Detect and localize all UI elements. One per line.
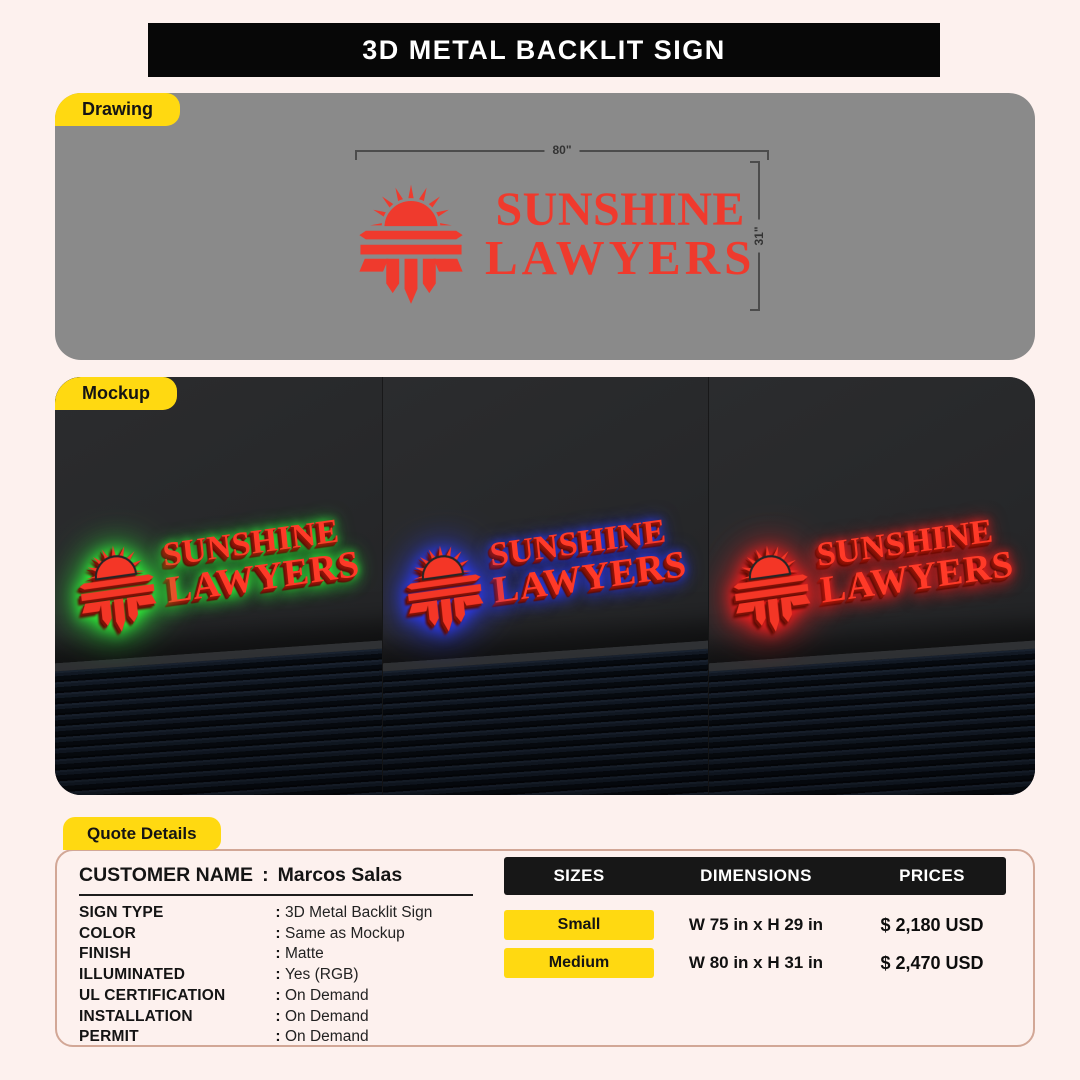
mockup-sign-text: SUNSHINE LAWYERS bbox=[489, 512, 690, 611]
customer-name-label: CUSTOMER NAME bbox=[79, 864, 254, 886]
pricing-table-rows: Small W 75 in x H 29 in $ 2,180 USD Medi… bbox=[504, 910, 1006, 978]
quote-field-row: UL CERTIFICATION : On Demand bbox=[79, 986, 491, 1007]
field-label: INSTALLATION bbox=[79, 1007, 193, 1025]
pricing-table-row: Small W 75 in x H 29 in $ 2,180 USD bbox=[504, 910, 1006, 940]
page-title: 3D METAL BACKLIT SIGN bbox=[148, 23, 940, 77]
field-label: ILLUMINATED bbox=[79, 966, 186, 984]
quote-details-panel: Quote Details CUSTOMER NAME : Marcos Sal… bbox=[55, 817, 1035, 1048]
quote-field-row: ILLUMINATED : Yes (RGB) bbox=[79, 965, 491, 986]
colon-separator: : bbox=[275, 966, 281, 984]
drawing-stage: 80" 31" SUNSHINE LAWYERS bbox=[55, 93, 1035, 360]
mockup-sign-tile-red-glow: SUNSHINE LAWYERS bbox=[708, 377, 1035, 795]
size-badge: Small bbox=[504, 910, 654, 940]
quote-field-row: INSTALLATION : On Demand bbox=[79, 1007, 491, 1028]
mockup-sign: SUNSHINE LAWYERS bbox=[400, 496, 691, 638]
quote-field-row: SIGN TYPE : 3D Metal Backlit Sign bbox=[79, 903, 491, 924]
header-dimensions: DIMENSIONS bbox=[700, 866, 812, 885]
colon-separator: : bbox=[275, 904, 281, 921]
quote-field-row: COLOR : Same as Mockup bbox=[79, 924, 491, 945]
height-dimension-line: 31" bbox=[750, 161, 766, 311]
header-prices: PRICES bbox=[899, 866, 965, 885]
dimensions-value: W 75 in x H 29 in bbox=[688, 915, 824, 934]
mockup-sign-tile-blue-glow: SUNSHINE LAWYERS bbox=[381, 377, 709, 795]
field-value: Yes (RGB) bbox=[285, 966, 359, 984]
slatted-wall-ledge bbox=[709, 637, 1035, 795]
pricing-table-row: Medium W 80 in x H 31 in $ 2,470 USD bbox=[504, 948, 1006, 978]
dimensions-value: W 80 in x H 31 in bbox=[688, 953, 824, 972]
sunshine-lawyers-logo-icon bbox=[727, 525, 815, 638]
mockup-sign-text: SUNSHINE LAWYERS bbox=[815, 512, 1016, 611]
quote-fields: SIGN TYPE : 3D Metal Backlit Sign COLOR … bbox=[79, 903, 491, 1048]
price-value: $ 2,470 USD bbox=[880, 952, 984, 973]
slatted-wall-ledge bbox=[55, 637, 382, 795]
mockup-panel: Mockup SUNSHINE LAWYERS SUNSHINE LAWYERS bbox=[55, 377, 1035, 795]
field-label: UL CERTIFICATION bbox=[79, 986, 226, 1004]
sunshine-lawyers-logo-icon bbox=[400, 525, 488, 638]
width-dimension-label: 80" bbox=[544, 143, 580, 157]
field-label: PERMIT bbox=[79, 1028, 139, 1046]
quote-field-row: PERMIT : On Demand bbox=[79, 1027, 491, 1048]
mockup-sign: SUNSHINE LAWYERS bbox=[727, 496, 1018, 638]
mockup-tiles: SUNSHINE LAWYERS SUNSHINE LAWYERS SUNSHI… bbox=[55, 377, 1035, 795]
field-value: Matte bbox=[285, 945, 324, 963]
field-label: COLOR bbox=[79, 924, 136, 942]
field-label: SIGN TYPE bbox=[79, 904, 164, 921]
colon-separator: : bbox=[275, 924, 281, 942]
pricing-table: SIZES DIMENSIONS PRICES Small W 75 in x … bbox=[504, 857, 1006, 986]
drawing-panel: Drawing 80" 31" SUNSHINE LAWYERS bbox=[55, 93, 1035, 360]
customer-name-row: CUSTOMER NAME : Marcos Salas bbox=[79, 864, 491, 887]
drawing-sign: SUNSHINE LAWYERS bbox=[357, 163, 755, 305]
customer-underline bbox=[79, 894, 473, 896]
colon-separator: : bbox=[275, 945, 281, 963]
price-value: $ 2,180 USD bbox=[880, 914, 984, 935]
mockup-sign: SUNSHINE LAWYERS bbox=[73, 496, 364, 638]
colon-separator: : bbox=[262, 864, 269, 886]
field-value: On Demand bbox=[285, 986, 369, 1004]
size-badge: Medium bbox=[504, 948, 654, 978]
field-label: FINISH bbox=[79, 945, 132, 963]
colon-separator: : bbox=[275, 1028, 281, 1046]
colon-separator: : bbox=[275, 986, 281, 1004]
field-value: 3D Metal Backlit Sign bbox=[285, 904, 433, 921]
slatted-wall-ledge bbox=[382, 637, 709, 795]
quote-info-column: CUSTOMER NAME : Marcos Salas SIGN TYPE :… bbox=[79, 864, 491, 1048]
field-value: On Demand bbox=[285, 1028, 369, 1046]
quote-field-row: FINISH : Matte bbox=[79, 944, 491, 965]
field-value: On Demand bbox=[285, 1007, 369, 1025]
sunshine-lawyers-logo-icon bbox=[357, 163, 465, 305]
sign-word-sunshine: SUNSHINE bbox=[495, 183, 745, 237]
customer-name-value: Marcos Salas bbox=[277, 864, 403, 886]
colon-separator: : bbox=[275, 1007, 281, 1025]
mockup-sign-tile-green-glow: SUNSHINE LAWYERS bbox=[55, 377, 382, 795]
pricing-table-header: SIZES DIMENSIONS PRICES bbox=[504, 857, 1006, 895]
quote-details-tab: Quote Details bbox=[63, 817, 221, 850]
sunshine-lawyers-logo-icon bbox=[73, 525, 161, 638]
sign-word-lawyers: LAWYERS bbox=[485, 229, 756, 285]
mockup-sign-text: SUNSHINE LAWYERS bbox=[161, 512, 362, 611]
drawing-tab: Drawing bbox=[55, 93, 181, 126]
mockup-tab: Mockup bbox=[55, 377, 178, 410]
header-sizes: SIZES bbox=[553, 866, 605, 885]
field-value: Same as Mockup bbox=[285, 924, 405, 942]
drawing-sign-text: SUNSHINE LAWYERS bbox=[485, 183, 756, 285]
width-dimension-line: 80" bbox=[355, 143, 769, 160]
